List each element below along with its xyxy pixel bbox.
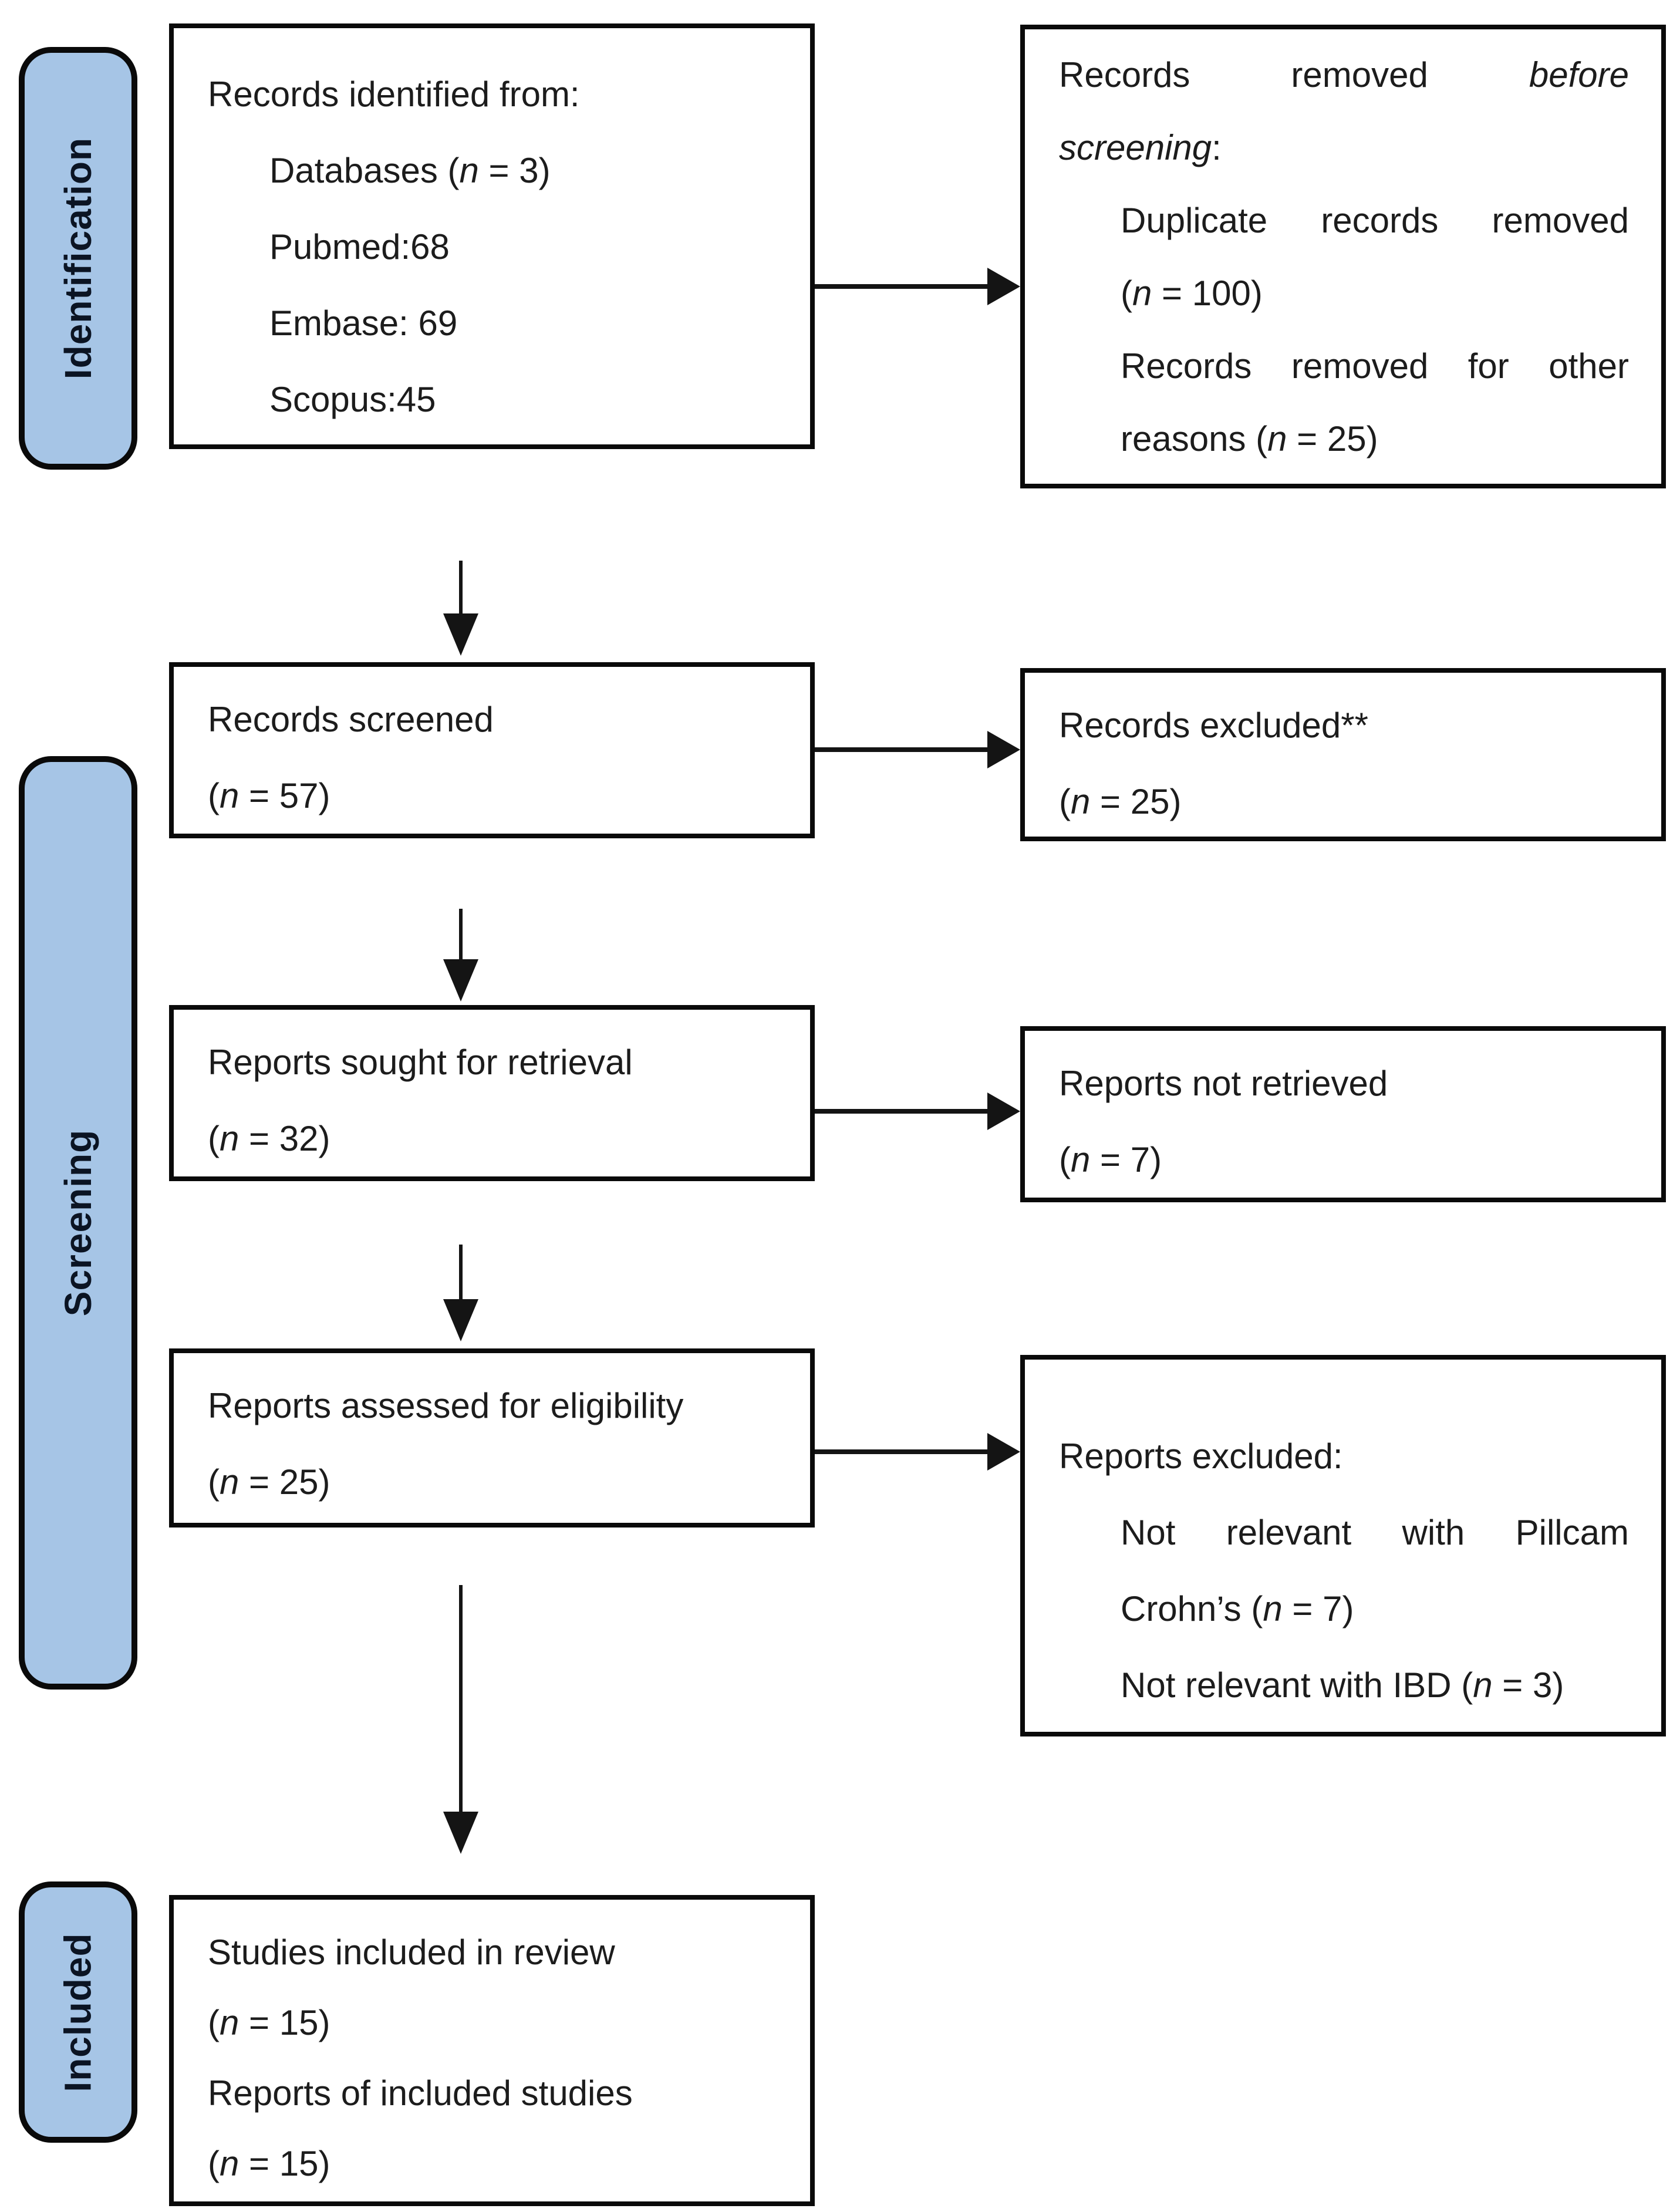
stage-pill-screening: Screening [19,756,137,1690]
arrow-shaft [815,1109,989,1114]
stage-label-included: Included [57,1932,99,2092]
box-records-screened: Records screened (n = 57) [169,662,815,838]
arrow-down-identified-to-screened [442,561,480,656]
text-line: (n = 25) [208,1462,330,1502]
box-records-identified: Records identified from: Databases (n = … [169,23,815,449]
arrow-down-sought-to-assessed [442,1245,480,1341]
text-line: Reports excluded: [1059,1437,1343,1476]
text-line: Records removed for other [1121,346,1629,386]
arrow-shaft [815,1449,989,1454]
text-line: Reports not retrieved [1059,1064,1388,1103]
arrow-head-icon [987,1433,1020,1471]
text-line: screening: [1059,128,1222,167]
arrow-shaft [815,284,989,289]
arrow-shaft [459,1585,463,1813]
text-line: (n = 15) [208,2144,330,2183]
arrow-head-icon [443,959,478,1002]
text-line: Pubmed:68 [269,227,450,267]
arrow-head-icon [443,613,478,656]
text-line: Duplicate records removed [1121,201,1629,240]
box-reports-sought: Reports sought for retrieval (n = 32) [169,1005,815,1181]
text-line: Embase: 69 [269,304,458,343]
arrow-head-icon [987,1092,1020,1130]
text-line: Records removed before [1059,55,1629,95]
text-line: (n = 57) [208,776,330,815]
stage-pill-included: Included [19,1881,137,2143]
text-line: Crohn’s (n = 7) [1121,1589,1354,1628]
arrow-shaft [815,747,989,752]
text-line: Records identified from: [208,75,580,114]
box-reports-not-retrieved: Reports not retrieved (n = 7) [1020,1026,1666,1202]
text-line: Scopus:45 [269,380,436,419]
box-records-removed-before-screening: Records removed before screening: Duplic… [1020,25,1666,488]
arrow-down-assessed-to-included [442,1585,480,1854]
text-line: Reports of included studies [208,2073,633,2113]
stage-label-identification: Identification [57,137,99,380]
text-line: Records screened [208,700,494,739]
stage-label-screening: Screening [57,1129,99,1317]
text-line: (n = 7) [1059,1140,1162,1179]
arrow-head-icon [443,1299,478,1341]
box-reports-assessed: Reports assessed for eligibility (n = 25… [169,1348,815,1528]
text-line: (n = 25) [1059,782,1182,821]
arrow-down-screened-to-sought [442,909,480,1002]
text-line: Reports sought for retrieval [208,1043,633,1082]
arrow-shaft [459,561,463,615]
text-line: (n = 100) [1121,274,1263,313]
text-line: (n = 15) [208,2003,330,2042]
text-line: reasons (n = 25) [1121,419,1378,458]
arrow-shaft [459,1245,463,1300]
arrow-right-screened-to-excluded [815,731,1020,768]
text-line: Reports assessed for eligibility [208,1386,684,1425]
arrow-right-assessed-to-reports-excluded [815,1433,1020,1471]
text-line: Databases (n = 3) [269,151,551,190]
arrow-head-icon [987,731,1020,768]
arrow-head-icon [987,268,1020,305]
text-line: (n = 32) [208,1119,330,1158]
arrow-head-icon [443,1812,478,1854]
arrow-right-identified-to-removed [815,268,1020,305]
text-line: Records excluded** [1059,706,1368,745]
box-studies-included: Studies included in review (n = 15) Repo… [169,1895,815,2206]
box-records-excluded: Records excluded** (n = 25) [1020,668,1666,841]
box-reports-excluded: Reports excluded: Not relevant with Pill… [1020,1355,1666,1736]
text-line: Not relevant with IBD (n = 3) [1121,1665,1564,1705]
text-line: Not relevant with Pillcam [1121,1513,1629,1552]
stage-pill-identification: Identification [19,47,137,470]
text-line: Studies included in review [208,1933,615,1972]
arrow-right-sought-to-not-retrieved [815,1092,1020,1130]
arrow-shaft [459,909,463,960]
